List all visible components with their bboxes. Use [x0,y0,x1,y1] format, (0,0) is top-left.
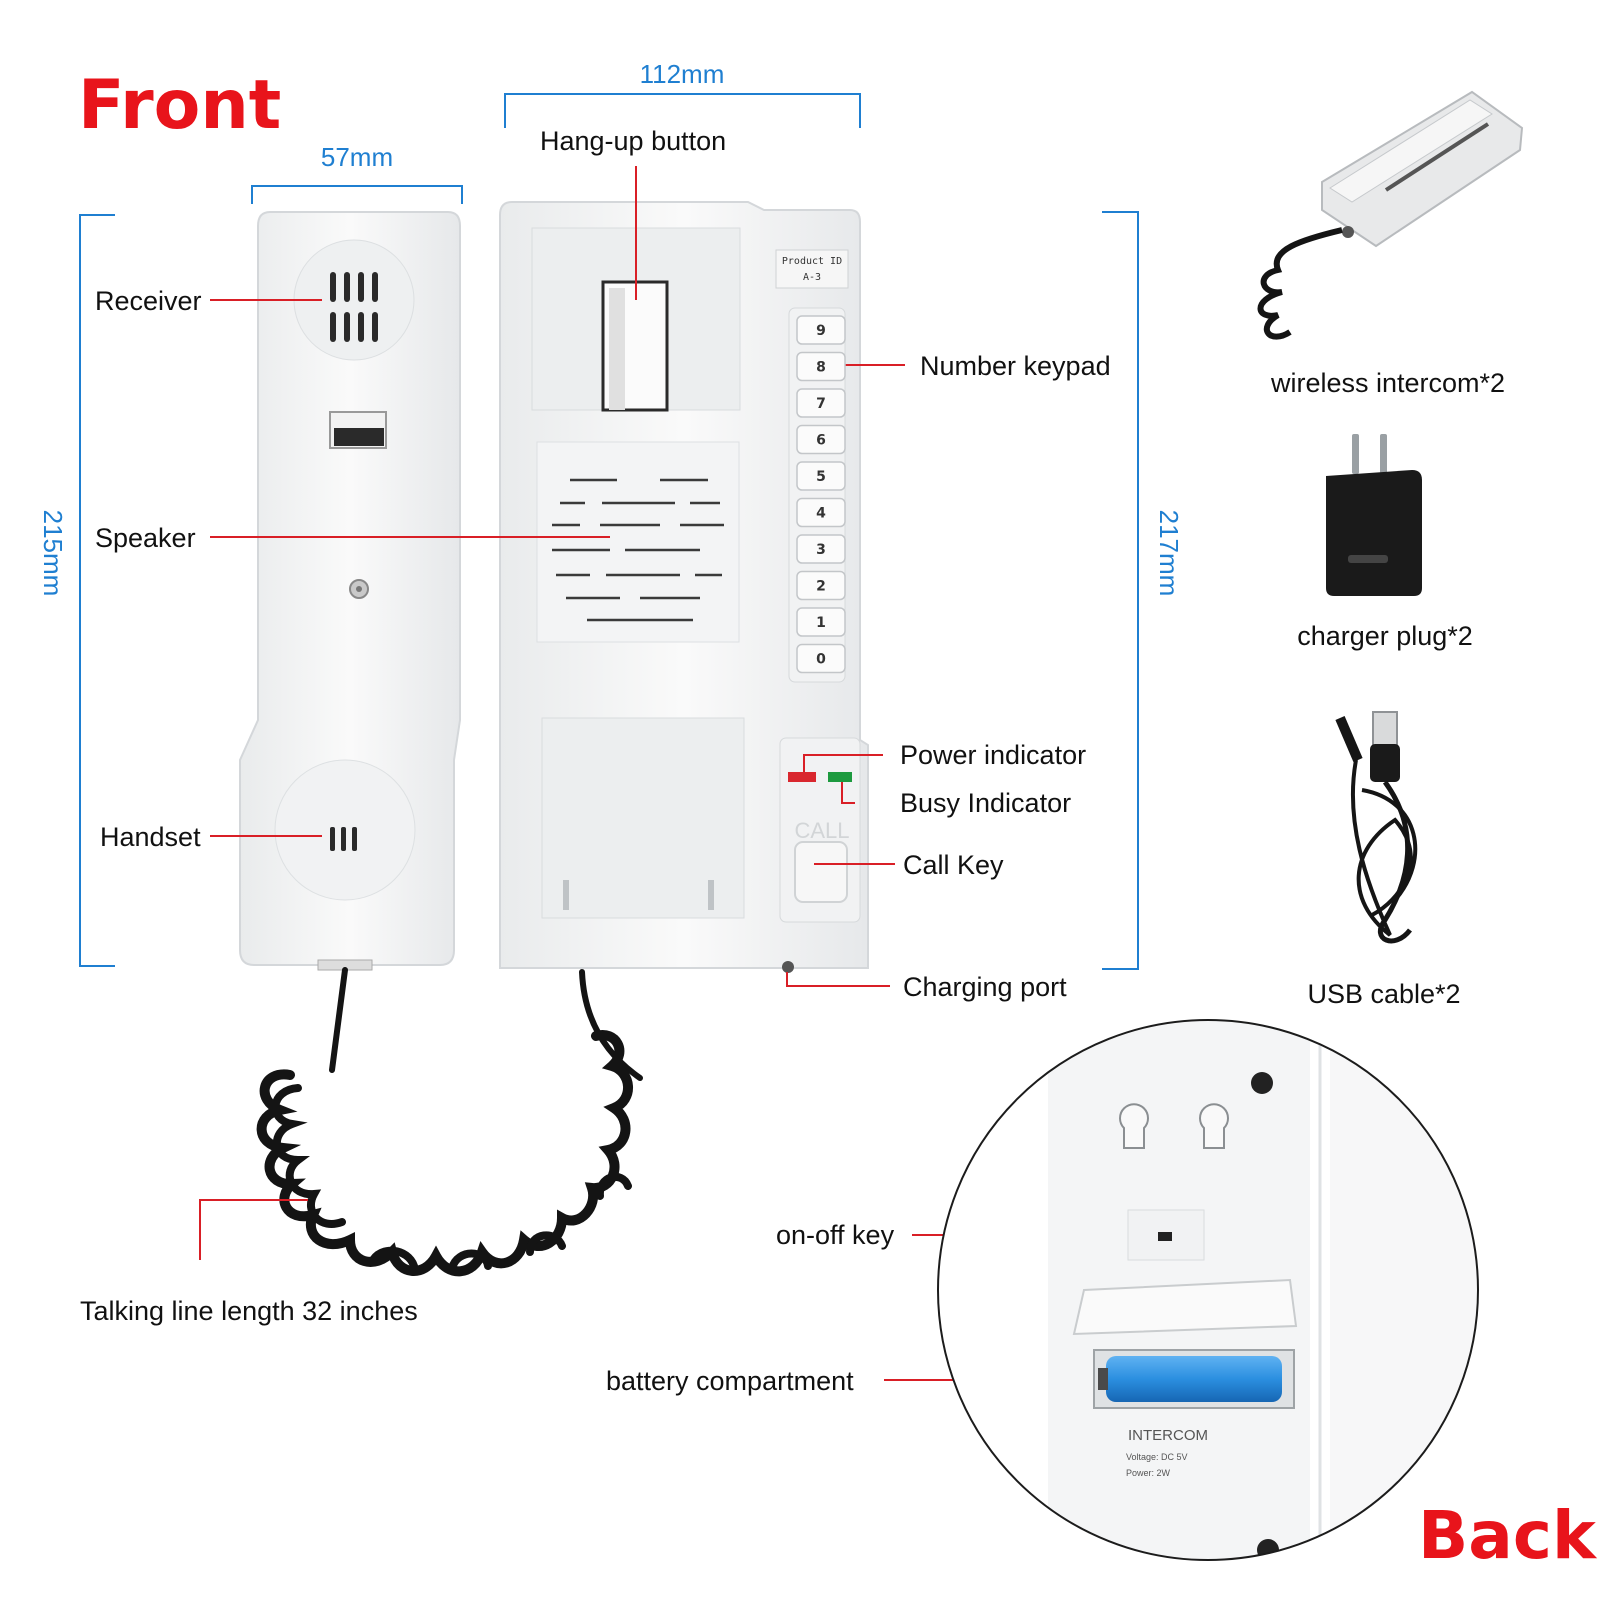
intercom-thumbnail [1257,90,1524,340]
handset-height-label: 215mm [38,510,68,597]
speaker-slots [552,478,724,622]
keypad-key: 1 [796,607,846,637]
power-indicator-label: Power indicator [900,740,1086,770]
keypad-key: 2 [796,570,846,601]
receiver-label: Receiver [95,286,202,316]
usb-cable-thumbnail [1335,711,1418,944]
keypad-key: 0 [796,643,846,674]
package-item-label: charger plug*2 [1297,621,1473,651]
power-label: Power: 2W [1126,1468,1171,1478]
keypad-key: 5 [796,461,846,491]
handset-height-bracket [79,214,115,967]
front-title: Front [78,66,281,145]
base-height-label: 217mm [1154,510,1184,597]
keypad-key-label: 6 [816,433,826,449]
keypad-key-label: 7 [816,396,826,412]
keypad-key: 9 [796,315,846,345]
keypad-key-label: 8 [816,360,826,376]
charger-plug-thumbnail [1326,434,1422,596]
package-item-label: wireless intercom*2 [1270,368,1505,398]
charging-port-label: Charging port [903,972,1067,1002]
keypad-key-label: 4 [816,506,826,522]
handset-front [239,211,461,971]
keypad-key-label: 5 [816,469,826,485]
hangup-button-label: Hang-up button [540,126,726,156]
handset-width-bracket [251,185,463,204]
keypad-key-label: 0 [816,652,826,668]
package-item-label: USB cable*2 [1307,979,1460,1009]
keypad-key: 4 [796,497,846,528]
base-unit-front [499,201,869,973]
receiver-grille [330,272,378,342]
battery-compartment-label: battery compartment [606,1366,854,1396]
keypad-key-label: 1 [816,615,826,631]
keypad-key-label: 3 [816,542,826,558]
number-keypad-label: Number keypad [920,351,1111,381]
coiled-cord [256,967,643,1277]
product-id-text: Product ID [782,256,842,267]
dimension-brackets [79,93,1139,970]
call-key-text: CALL [794,818,849,843]
mic-holes [330,827,357,851]
model-text: A-3 [803,272,821,283]
hangup-button [601,280,669,412]
back-view-circle [937,1019,1479,1561]
speaker-label: Speaker [95,523,196,553]
back-title: Back [1418,1497,1598,1574]
base-height-bracket [1102,211,1139,970]
handset-label: Handset [100,822,201,852]
busy-indicator-label: Busy Indicator [900,788,1071,818]
onoff-key-label: on-off key [776,1220,895,1250]
keypad-key: 6 [796,424,846,455]
keypad-key: 7 [796,388,846,418]
number-keypad: 9 8 7 6 5 4 3 2 1 0 [796,315,846,674]
keypad-key-label: 9 [816,323,826,339]
talking-line-label: Talking line length 32 inches [80,1296,418,1326]
intercom-label: INTERCOM [1128,1427,1208,1444]
handset-width-label: 57mm [321,142,393,172]
base-width-label: 112mm [640,59,725,89]
base-width-bracket [504,93,861,128]
voltage-label: Voltage: DC 5V [1126,1452,1188,1462]
call-key-label: Call Key [903,850,1004,880]
keypad-key-label: 2 [816,579,826,595]
keypad-key: 3 [796,534,846,564]
keypad-key: 8 [796,351,846,382]
